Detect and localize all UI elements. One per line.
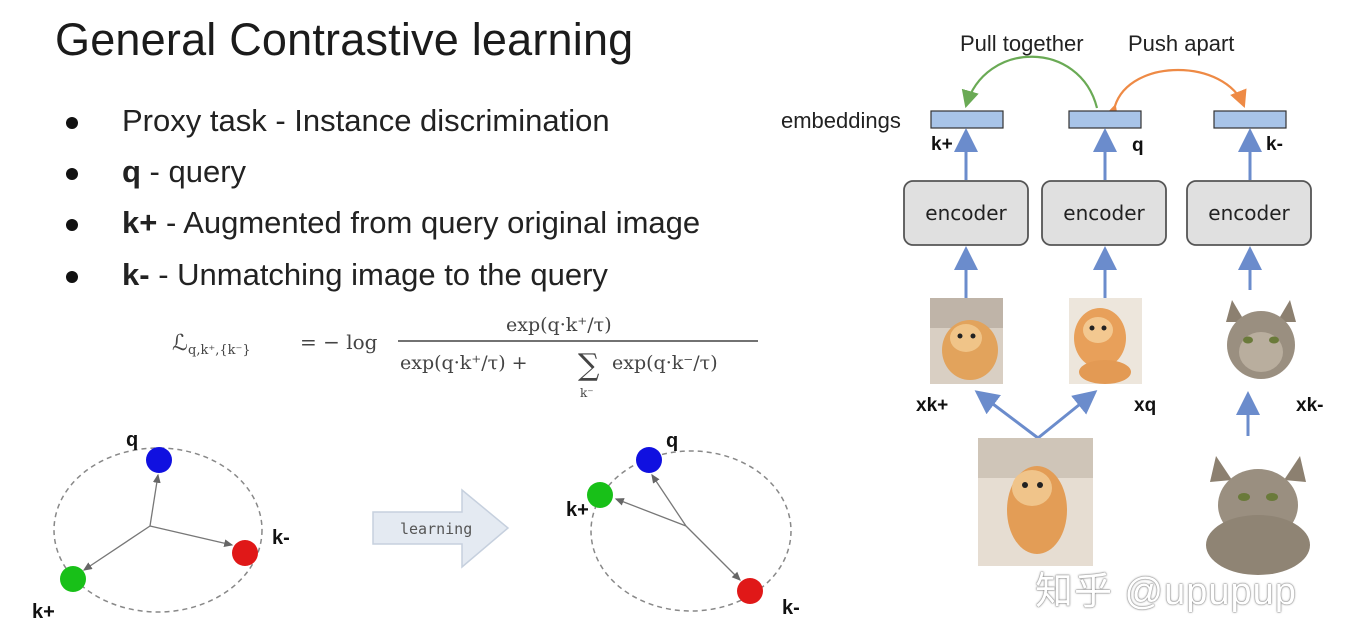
formula-lhs-subscript: q,k⁺,{k⁻}	[188, 343, 251, 358]
embedding-label-k-plus: k+	[931, 134, 953, 155]
formula-numerator: exp(q·k⁺/τ)	[506, 314, 612, 336]
encoder-k-minus	[1186, 180, 1312, 246]
q-node	[146, 447, 172, 473]
formula-denominator-a: exp(q·k⁺/τ) +	[400, 352, 528, 374]
k-plus-node	[60, 566, 86, 592]
bullet-text: Proxy task - Instance discrimination	[122, 103, 610, 138]
page-title: General Contrastive learning	[55, 14, 634, 65]
encoder-label: encoder	[925, 201, 1007, 225]
k-minus-label: k-	[272, 527, 290, 549]
embedding-label-q: q	[1132, 135, 1144, 156]
arrow-to-q	[149, 473, 161, 527]
formula-sum-subscript: k⁻	[580, 386, 594, 400]
embedding-k-plus	[930, 110, 1004, 129]
learning-arrow: learning	[372, 488, 510, 569]
embedding-k-minus	[1213, 110, 1287, 129]
arrow-to-k-plus	[82, 525, 151, 571]
bullet-text: - Unmatching image to the query	[149, 257, 608, 292]
pull-together-label: Pull together	[960, 31, 1084, 56]
cat-image-k-minus	[1224, 292, 1298, 386]
x-label-q: xq	[1134, 395, 1156, 416]
k-plus-label: k+	[32, 601, 55, 623]
bullet-key: k+	[122, 205, 158, 240]
bullet-dot	[66, 219, 78, 231]
watermark: 知乎 @upupup	[1035, 571, 1297, 613]
q-label: q	[666, 430, 678, 452]
bullet-dot	[66, 117, 78, 129]
bullet-key: q	[122, 154, 141, 189]
push-arrow	[1101, 69, 1247, 124]
encoder-k-plus	[903, 180, 1029, 246]
cat-image-q	[1069, 298, 1142, 384]
q-label: q	[126, 429, 138, 451]
k-minus-node	[232, 540, 258, 566]
encoder-q	[1041, 180, 1167, 246]
original-cat-image	[978, 438, 1093, 566]
bullet-dot	[66, 168, 78, 180]
encoder-label: encoder	[1208, 201, 1290, 225]
x-label-k-plus: xk+	[916, 395, 948, 416]
push-apart-label: Push apart	[1128, 31, 1234, 56]
arrow-original-to-q	[1037, 390, 1098, 440]
embedding-space-diagram: q k- k+ learning q k+ k-	[32, 429, 800, 623]
original-tabby-image	[1202, 440, 1312, 575]
k-plus-label: k+	[566, 499, 589, 521]
encoder-label: encoder	[1063, 201, 1145, 225]
before-learning-diagram: q k- k+	[32, 429, 290, 623]
loss-formula: ℒ q,k⁺,{k⁻} = − log exp(q·k⁺/τ) exp(q·k⁺…	[172, 314, 758, 400]
moco-architecture-diagram: Pull together Push apart embeddings k+ q…	[781, 31, 1323, 575]
k-plus-node	[587, 482, 613, 508]
pull-arrow	[961, 55, 1099, 109]
arrow-to-k-minus	[149, 525, 234, 548]
arrow-to-q	[651, 473, 687, 527]
formula-equals-log: = − log	[300, 330, 378, 354]
arrow-to-k-plus	[614, 498, 687, 527]
k-minus-node	[737, 578, 763, 604]
x-label-k-minus: xk-	[1296, 395, 1323, 416]
formula-sum: ∑	[578, 348, 600, 383]
cat-image-k-plus	[930, 298, 1003, 384]
arrow-to-k-minus	[685, 525, 741, 581]
bullet-key: k-	[122, 257, 150, 292]
q-node	[636, 447, 662, 473]
embedding-circle	[590, 450, 792, 612]
bullet-text: - query	[140, 154, 247, 189]
learning-label: learning	[400, 520, 472, 538]
embedding-label-k-minus: k-	[1266, 134, 1283, 155]
bullet-text: - Augmented from query original image	[157, 205, 701, 240]
embedding-q	[1068, 110, 1142, 129]
formula-lhs: ℒ	[172, 331, 188, 356]
after-learning-diagram: q k+ k-	[566, 430, 800, 619]
arrow-original-to-k-plus	[974, 390, 1039, 440]
formula-denominator-b: exp(q·k⁻/τ)	[612, 352, 718, 374]
bullet-dot	[66, 271, 78, 283]
embedding-circle	[53, 447, 263, 613]
embeddings-label: embeddings	[781, 108, 901, 133]
k-minus-label: k-	[782, 597, 800, 619]
